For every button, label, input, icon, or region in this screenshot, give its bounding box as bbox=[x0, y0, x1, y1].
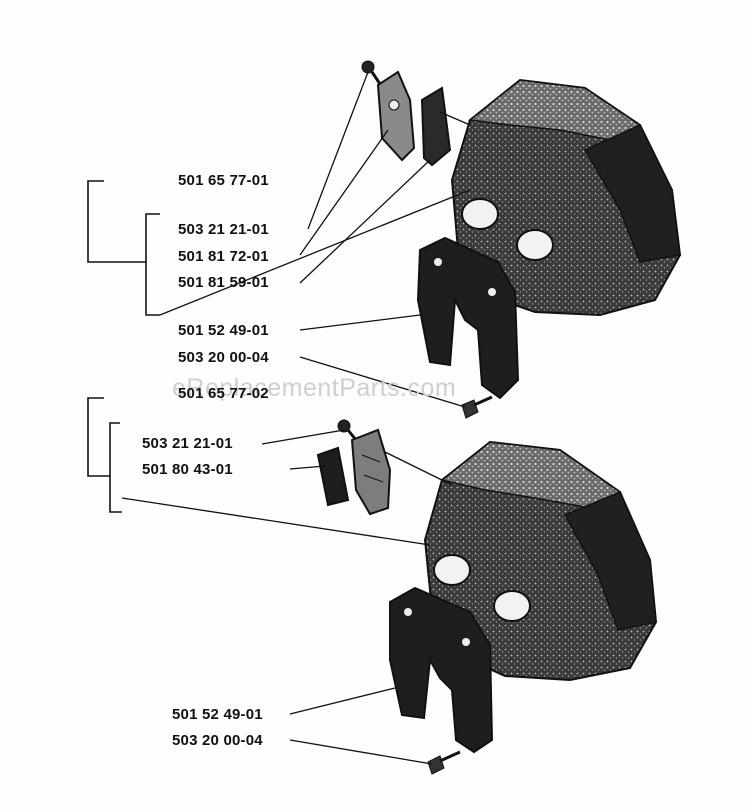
label-lower-screw: 503 21 21-01 bbox=[142, 435, 233, 452]
label-upper-bolt: 503 20 00-04 bbox=[178, 349, 269, 366]
upper-bolt-part bbox=[461, 395, 493, 419]
label-lower-assembly: 501 65 77-02 bbox=[178, 385, 269, 402]
lower-muffler bbox=[423, 440, 658, 682]
lower-leader-lines bbox=[121, 429, 453, 765]
lower-gasket-part bbox=[389, 586, 494, 754]
label-lower-gasket: 501 52 49-01 bbox=[172, 706, 263, 723]
label-lower-bolt: 503 20 00-04 bbox=[172, 732, 263, 749]
upper-group-bracket bbox=[87, 180, 160, 316]
label-upper-bracket: 501 81 72-01 bbox=[178, 248, 269, 265]
label-upper-insulator: 501 81 59-01 bbox=[178, 274, 269, 291]
label-upper-screw: 503 21 21-01 bbox=[178, 221, 269, 238]
label-upper-assembly: 501 65 77-01 bbox=[178, 172, 269, 189]
upper-gasket-part bbox=[416, 236, 520, 400]
lower-bracket-part bbox=[316, 428, 392, 516]
watermark-text: eReplacementParts.com bbox=[172, 374, 457, 402]
lower-group-bracket bbox=[87, 397, 122, 513]
lower-bolt-part bbox=[427, 750, 461, 775]
label-lower-bracket: 501 80 43-01 bbox=[142, 461, 233, 478]
upper-bracket-part bbox=[376, 70, 416, 162]
label-upper-gasket: 501 52 49-01 bbox=[178, 322, 269, 339]
upper-muffler bbox=[450, 78, 682, 317]
upper-insulator-part bbox=[420, 86, 452, 167]
upper-leader-lines bbox=[159, 71, 471, 408]
